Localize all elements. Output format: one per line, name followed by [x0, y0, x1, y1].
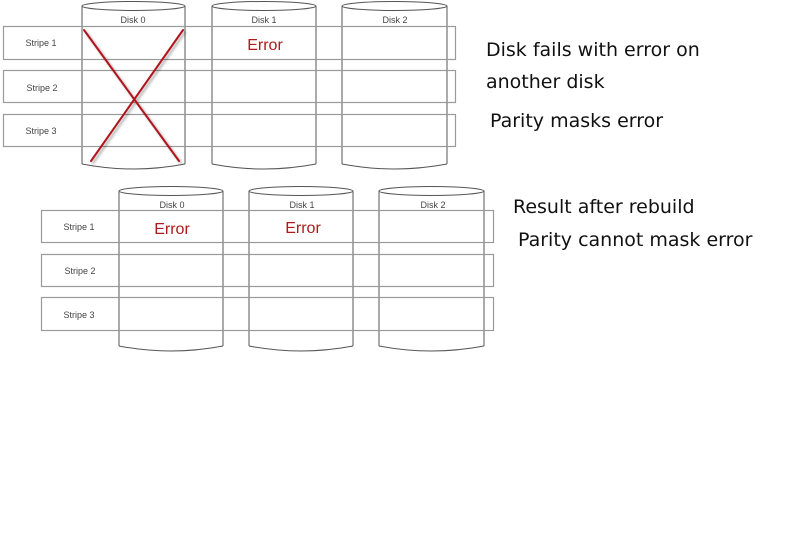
top-disk-1-cylinder: [211, 1, 317, 170]
top-stripes: [2, 25, 457, 148]
top-stripe-2-band: [2, 69, 457, 104]
failed-disk-x-icon: [83, 29, 184, 162]
bottom-disk-0-cylinder: [118, 186, 224, 352]
bottom-stripe-3-band: [40, 296, 495, 332]
top-disk-2-cylinder: [341, 1, 448, 170]
top-stripe-2-label: Stripe 2: [26, 83, 57, 93]
bottom-disk-1-error-label: Error: [285, 220, 321, 237]
bottom-stripes: [40, 209, 495, 332]
bottom-disk-2-label: Disk 2: [420, 200, 445, 210]
bottom-disk-0-error-label: Error: [154, 221, 190, 238]
bottom-stripe-1-band: [40, 209, 495, 244]
top-stripe-1-label: Stripe 1: [25, 38, 56, 48]
bottom-disk-1-cylinder: [248, 186, 354, 352]
bottom-disk-0-label: Disk 0: [159, 200, 184, 210]
bottom-stripe-1-label: Stripe 1: [63, 222, 94, 232]
bottom-stripe-3-label: Stripe 3: [63, 310, 94, 320]
top-disk-0-cylinder: [81, 1, 186, 170]
top-stripe-3-band: [2, 113, 457, 148]
top-caption-line-3: Parity masks error: [490, 110, 664, 132]
bottom-disks: [118, 186, 485, 352]
top-stripe-1-band: [2, 25, 457, 61]
top-stripe-3-label: Stripe 3: [25, 126, 56, 136]
bottom-caption-line-1: Result after rebuild: [513, 196, 695, 218]
top-disk-1-label: Disk 1: [251, 15, 276, 25]
bottom-stripe-2-band: [40, 253, 495, 288]
bottom-disk-2-cylinder: [378, 186, 485, 352]
top-disk-1-error-label: Error: [247, 37, 283, 54]
top-caption-line-1: Disk fails with error on: [486, 39, 700, 61]
bottom-disk-1-label: Disk 1: [289, 200, 314, 210]
top-disk-0-label: Disk 0: [120, 15, 145, 25]
top-disk-2-label: Disk 2: [382, 15, 407, 25]
bottom-stripe-2-label: Stripe 2: [64, 266, 95, 276]
bottom-caption-line-2: Parity cannot mask error: [518, 229, 753, 251]
top-disks: [81, 1, 448, 170]
top-caption-line-2: another disk: [486, 71, 605, 93]
